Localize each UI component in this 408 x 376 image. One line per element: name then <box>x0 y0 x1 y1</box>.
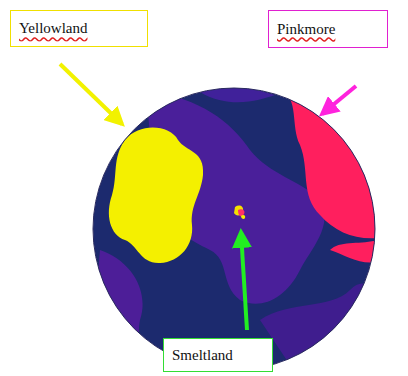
leader-arrow <box>60 64 122 124</box>
label-box: Smeltland <box>163 338 273 372</box>
region-name: Pinkmore <box>277 21 335 38</box>
label-box: Pinkmore <box>268 10 388 48</box>
leader-arrow <box>241 232 247 330</box>
planet-surface <box>90 80 385 376</box>
region-name: Yellowland <box>19 20 87 37</box>
region-name: Smeltland <box>172 347 233 364</box>
leader-arrow <box>322 86 356 114</box>
label-box: Yellowland <box>10 10 148 47</box>
